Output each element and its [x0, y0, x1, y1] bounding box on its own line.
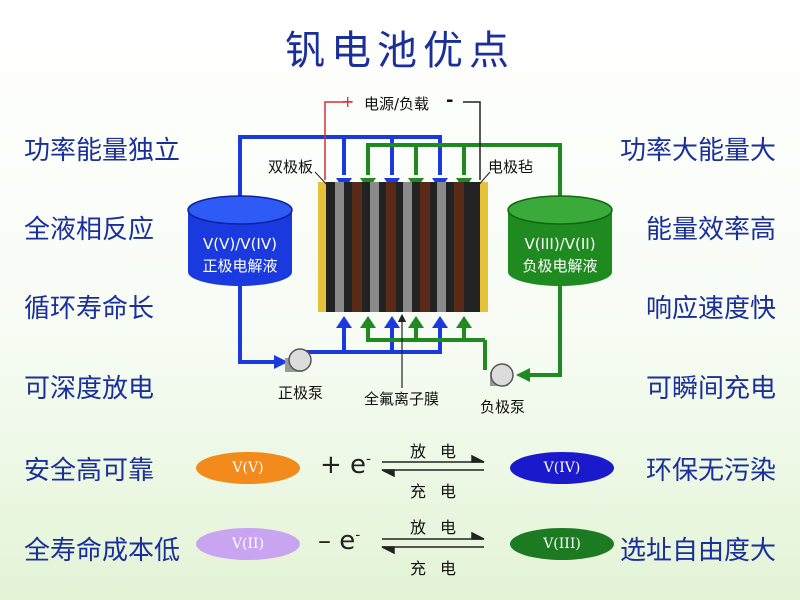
reaction2-electron-sup: -	[355, 527, 361, 544]
reaction1-left-species: V(V)	[196, 452, 300, 484]
reaction2-charge-label: 充电	[410, 559, 471, 578]
reaction-arrows-2	[381, 531, 485, 555]
minus-sign: -	[446, 90, 454, 111]
feature-left-1: 功率能量独立	[24, 136, 181, 166]
negative-tank-text: V(III)/V(II) 负极电解液	[508, 233, 612, 277]
reaction1-op-text: + e	[320, 450, 367, 480]
positive-tank-species: V(V)/V(IV)	[203, 235, 277, 253]
reaction2-discharge-label: 放电	[410, 518, 471, 537]
positive-pump-label: 正极泵	[278, 384, 324, 402]
reaction1-charge-label: 充电	[410, 482, 471, 501]
feature-right-4: 可瞬间充电	[645, 374, 776, 404]
positive-pump-icon	[285, 348, 312, 372]
feature-left-5: 安全高可靠	[24, 456, 155, 486]
feature-left-4: 可深度放电	[24, 374, 155, 404]
power-wire-negative	[463, 101, 481, 180]
feature-left-3: 循环寿命长	[24, 294, 155, 324]
negative-flow-lines	[366, 143, 562, 377]
reaction1-electron-sup: -	[366, 451, 372, 468]
cell-stack	[318, 182, 488, 312]
power-wire-positive	[324, 101, 352, 180]
positive-tank-label: 正极电解液	[202, 257, 278, 275]
feature-right-3: 响应速度快	[645, 294, 776, 324]
bipolar-plate-label: 双极板	[268, 158, 314, 176]
reaction-arrows-1	[381, 454, 485, 478]
feature-right-1: 功率大能量大	[619, 136, 776, 166]
power-load-label: 电源/负载	[364, 95, 430, 113]
feature-right-6: 选址自由度大	[619, 536, 776, 566]
reaction1-right-species: V(IV)	[510, 452, 614, 484]
reaction1-discharge-label: 放电	[410, 442, 471, 461]
reaction2-left-species: V(II)	[196, 528, 300, 560]
feature-left-2: 全液相反应	[24, 215, 155, 245]
plus-sign: +	[341, 92, 355, 111]
membrane-label: 全氟离子膜	[364, 390, 440, 408]
negative-pump-label: 负极泵	[480, 398, 526, 416]
reaction1-operator: + e-	[320, 450, 371, 480]
positive-tank-text: V(V)/V(IV) 正极电解液	[188, 233, 292, 277]
feature-right-2: 能量效率高	[645, 215, 776, 245]
negative-tank	[507, 195, 613, 286]
feature-right-5: 环保无污染	[645, 456, 776, 486]
page-title: 钒电池优点	[285, 28, 515, 74]
electrode-felt-label: 电极毡	[488, 158, 534, 176]
reaction2-operator: – e-	[318, 526, 360, 556]
feature-left-6: 全寿命成本低	[24, 536, 181, 566]
positive-tank	[187, 195, 293, 286]
reaction2-op-text: – e	[318, 526, 356, 556]
negative-tank-species: V(III)/V(II)	[524, 235, 596, 253]
reaction2-right-species: V(III)	[510, 528, 614, 560]
negative-tank-label: 负极电解液	[522, 257, 598, 275]
negative-pump-icon	[490, 363, 514, 387]
